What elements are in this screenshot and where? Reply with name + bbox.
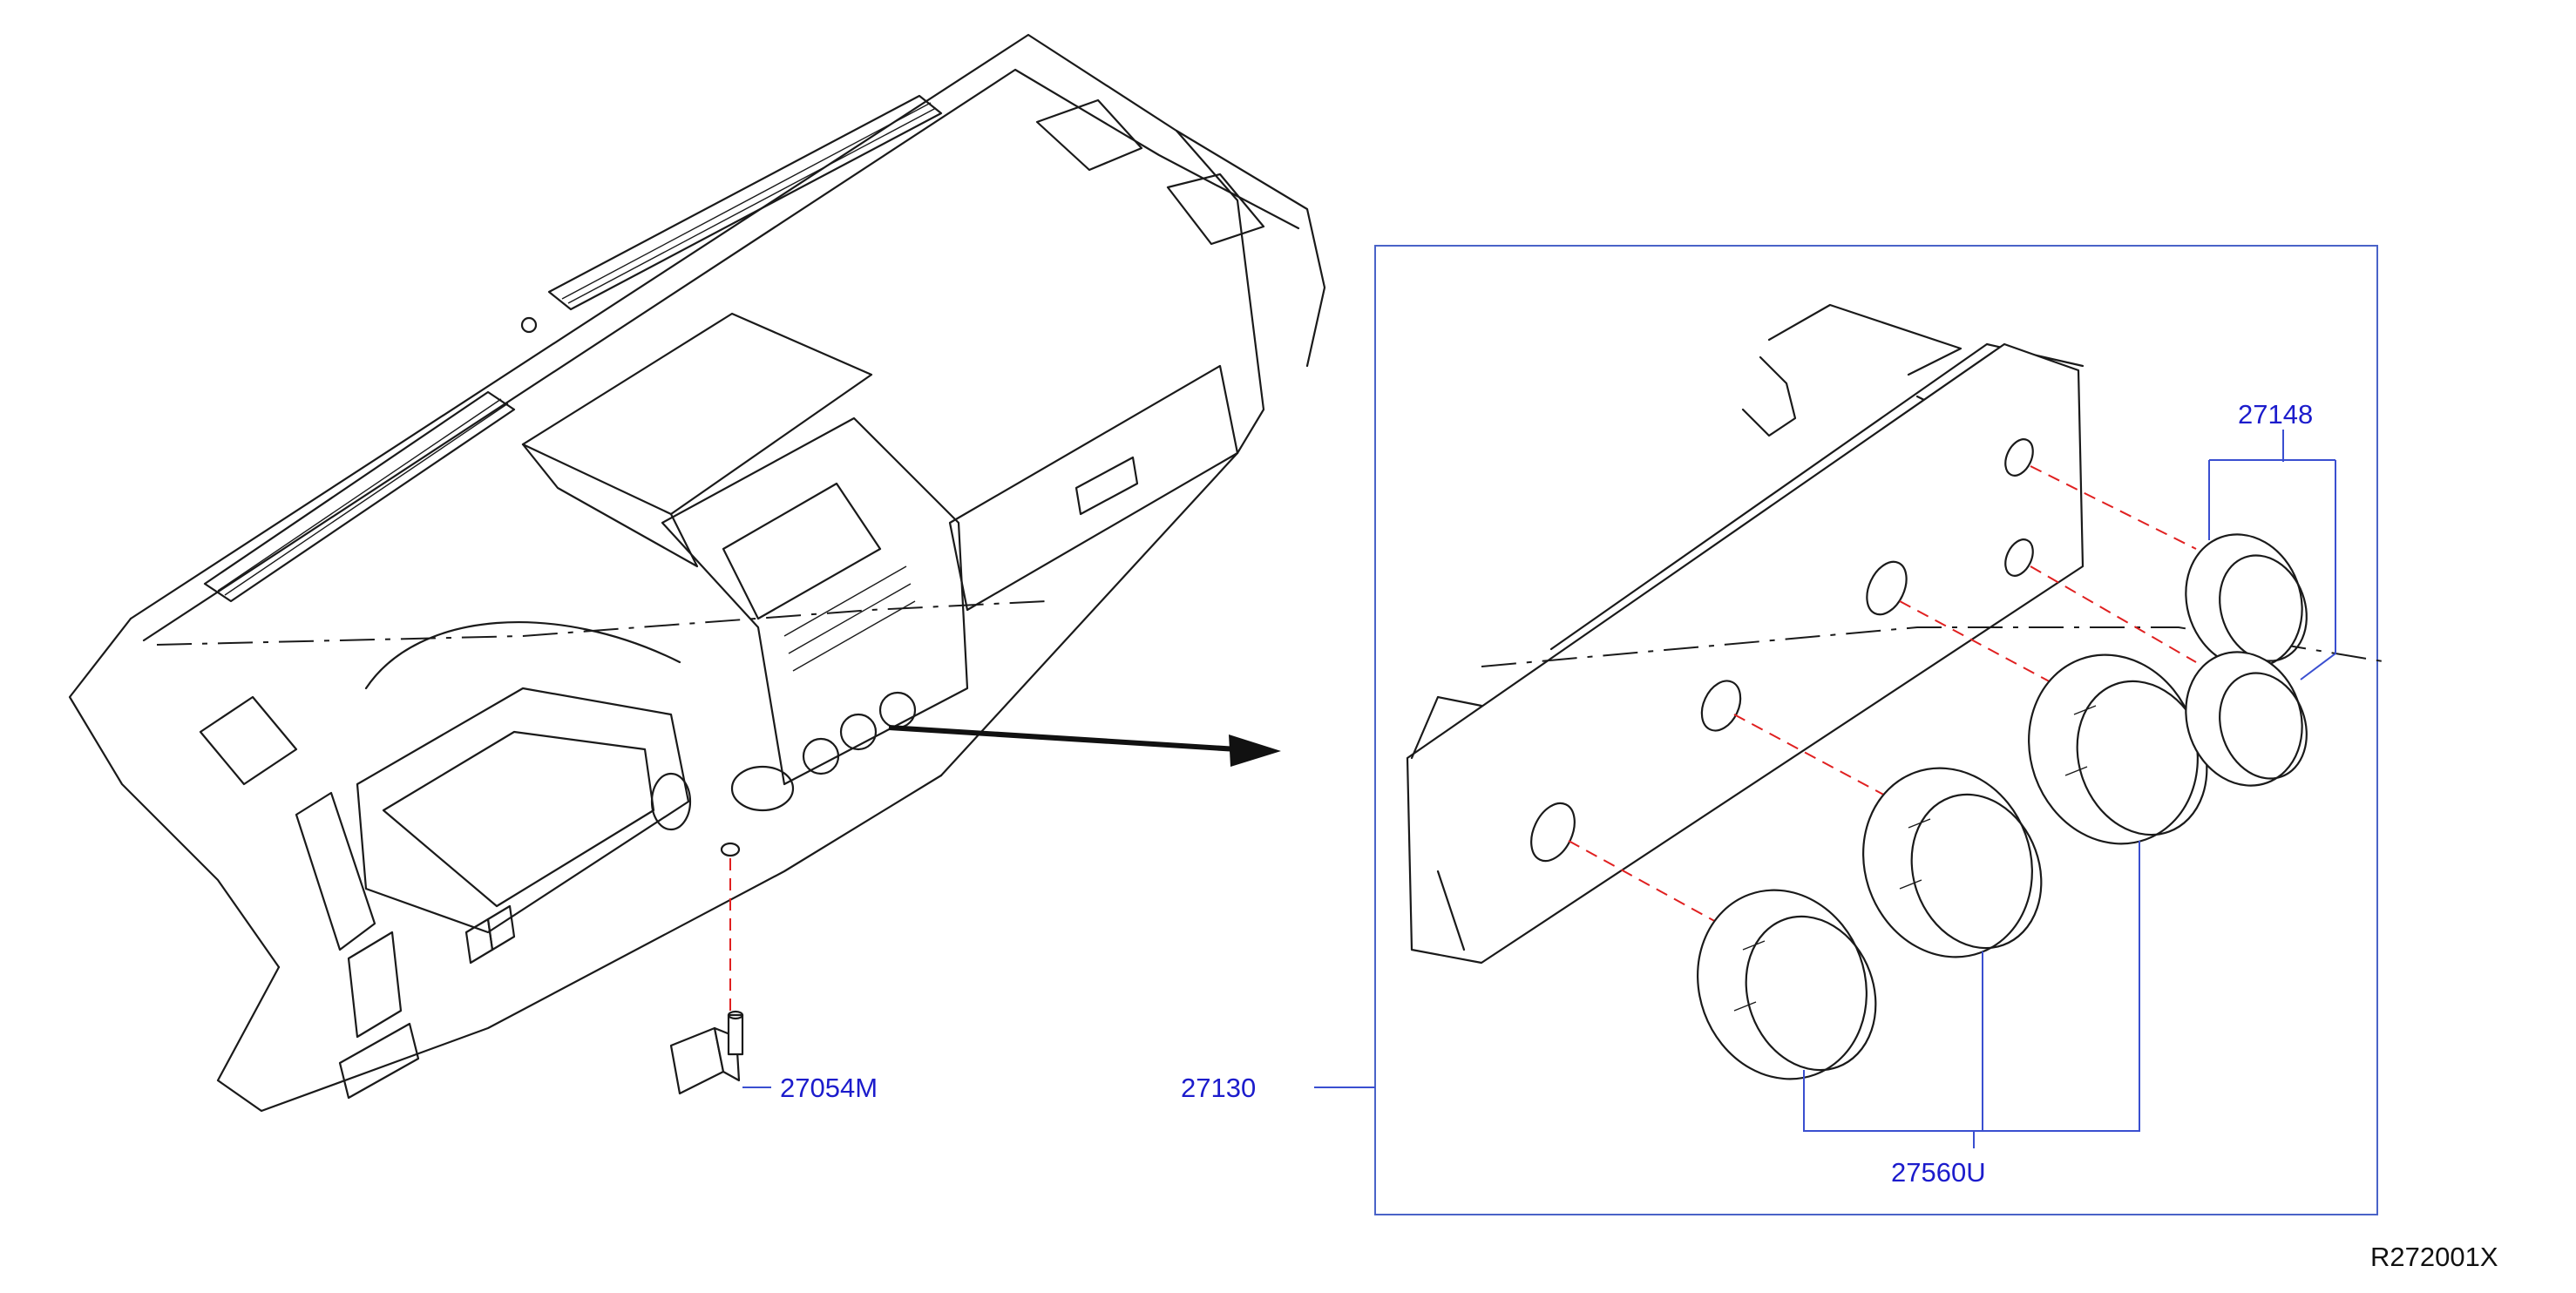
detail-frame [1374, 245, 2378, 1215]
large-knob-2 [1862, 767, 2043, 958]
label-control-assembly: 27130 [1181, 1073, 1256, 1103]
label-aspirator: 27054M [780, 1073, 878, 1103]
instrument-panel-drawing [68, 33, 1326, 1113]
diagram-code: R272001X [2370, 1242, 2498, 1272]
label-large-knob: 27560U [1891, 1157, 1986, 1188]
small-knob-lower [2185, 651, 2308, 787]
detail-arrow [888, 725, 1281, 767]
heater-control-panel [1406, 303, 2389, 965]
large-knob-1 [1697, 889, 1877, 1080]
leader-lines [742, 430, 2336, 1148]
aspirator-part [669, 842, 744, 1095]
label-small-knob: 27148 [2238, 399, 2313, 430]
large-knob-3 [2028, 653, 2208, 845]
